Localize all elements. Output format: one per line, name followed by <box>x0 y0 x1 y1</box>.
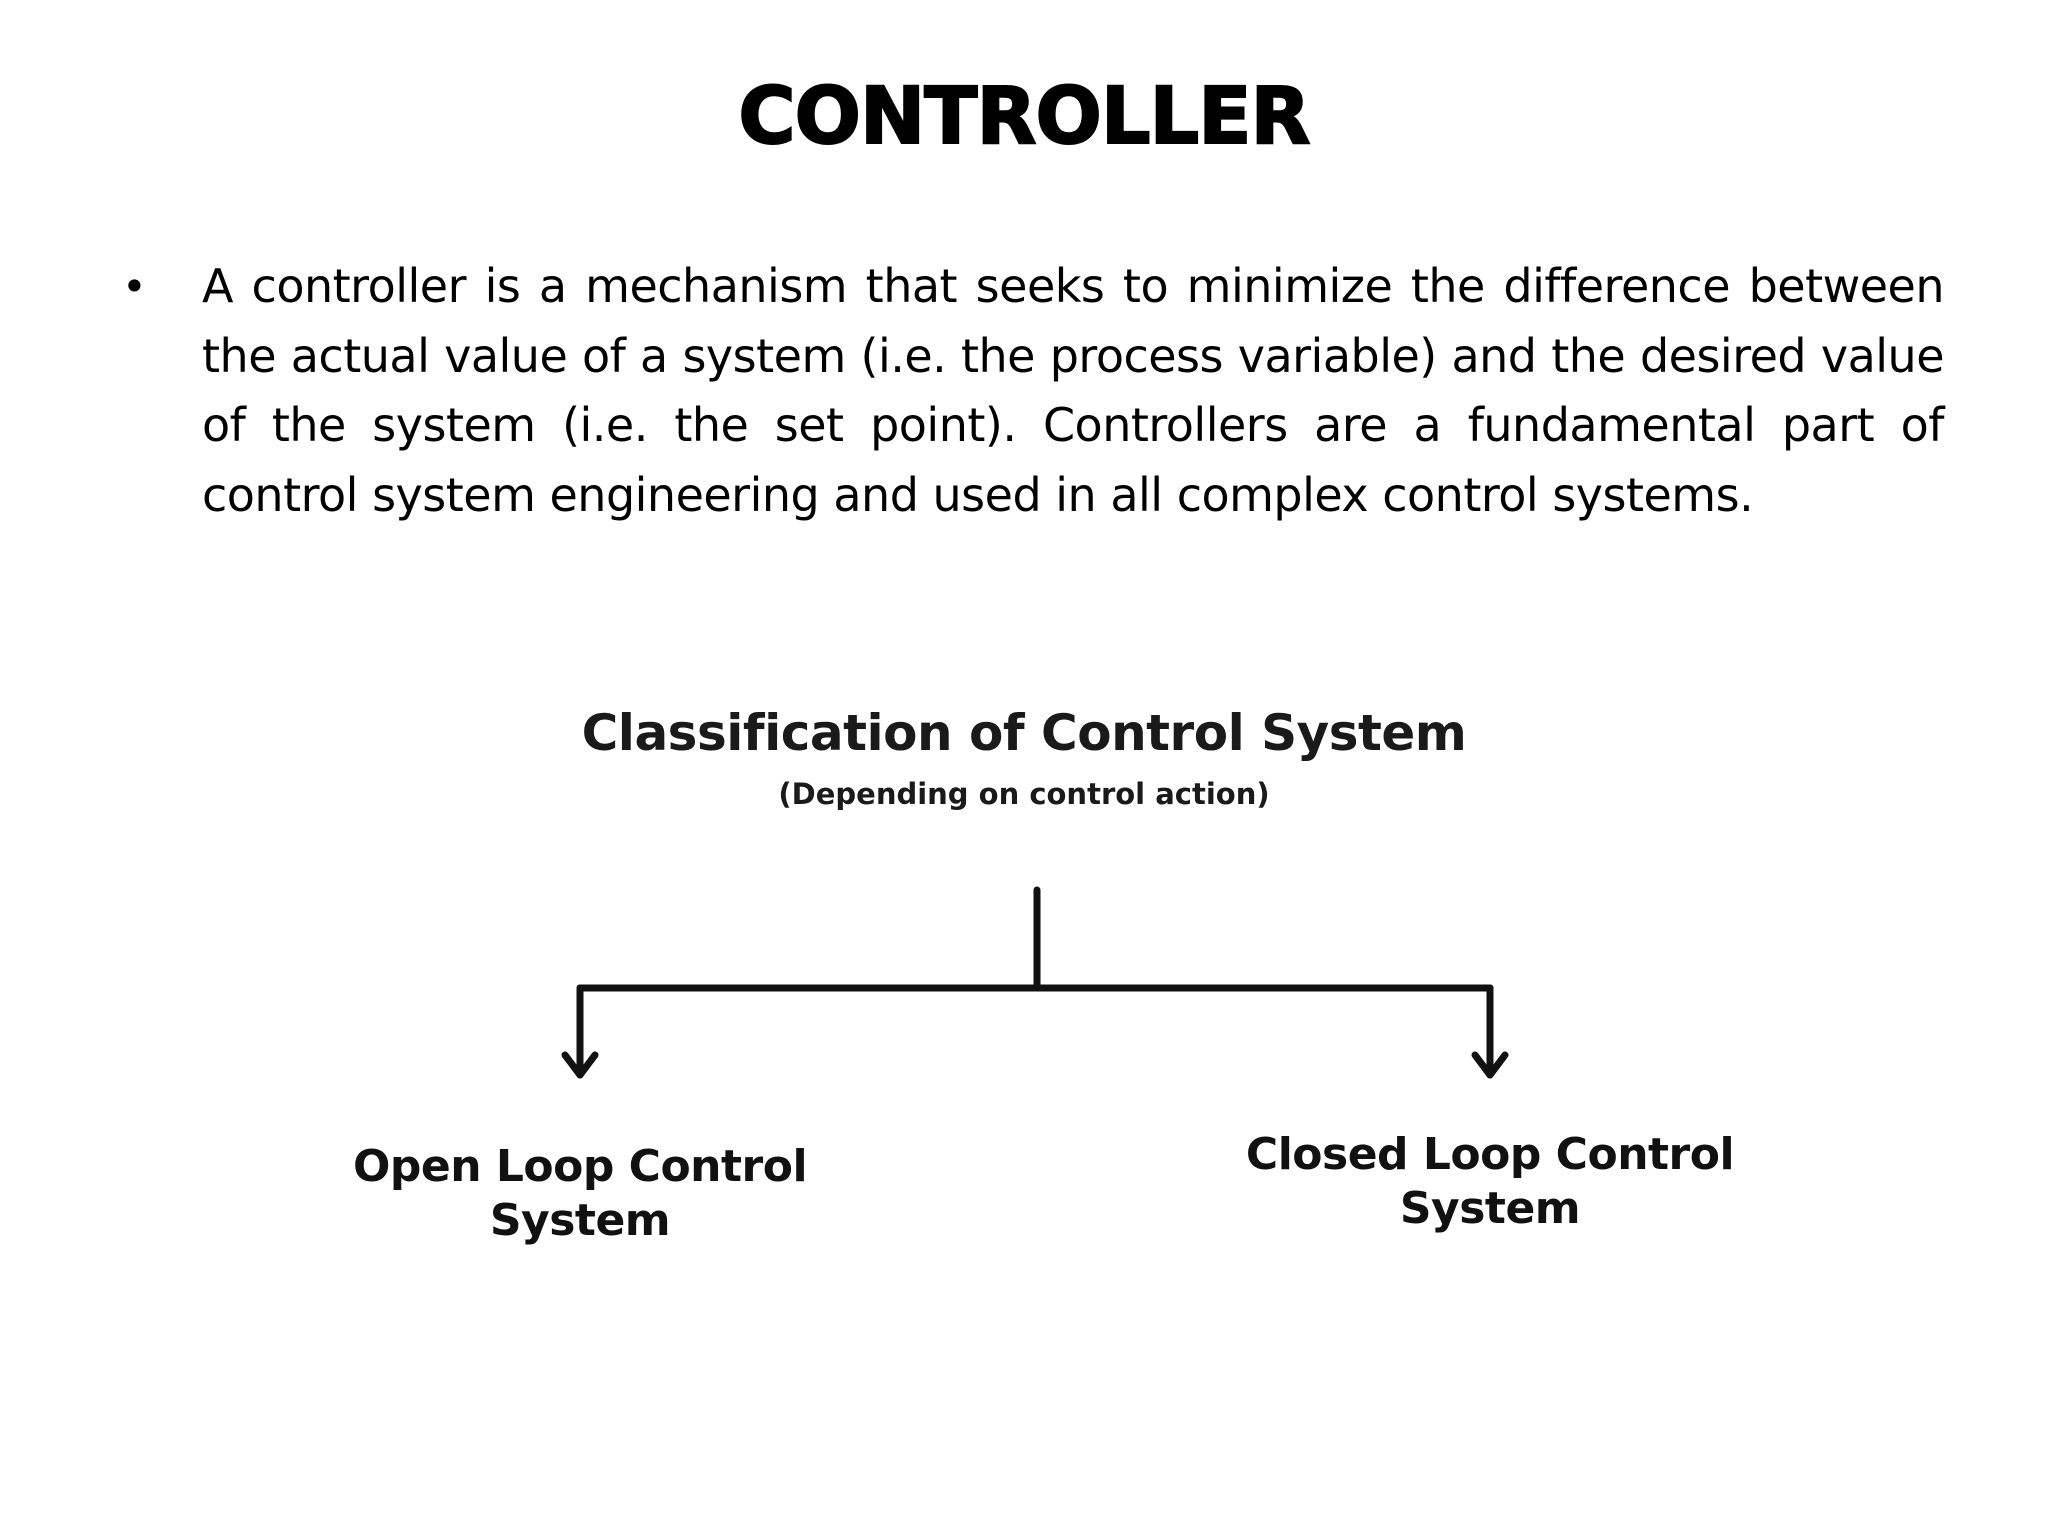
open-loop-label-line2: System <box>489 1195 671 1246</box>
closed-loop-node: Closed Loop Control System <box>1230 1128 1750 1236</box>
closed-loop-label-line2: System <box>1399 1183 1581 1234</box>
bullet-marker: • <box>122 262 147 311</box>
closed-loop-label-line1: Closed Loop Control <box>1245 1129 1735 1180</box>
diagram-title: Classification of Control System <box>581 704 1467 762</box>
diagram-subtitle: (Depending on control action) <box>778 777 1270 811</box>
bullet-item: • A controller is a mechanism that seeks… <box>118 252 1948 530</box>
open-loop-label-line1: Open Loop Control <box>352 1141 808 1192</box>
right-arrowhead <box>1471 1051 1509 1079</box>
bullet-text: A controller is a mechanism that seeks t… <box>202 259 1945 522</box>
left-arrowhead <box>561 1051 599 1079</box>
slide-title: CONTROLLER <box>737 72 1311 162</box>
open-loop-node: Open Loop Control System <box>320 1140 840 1248</box>
